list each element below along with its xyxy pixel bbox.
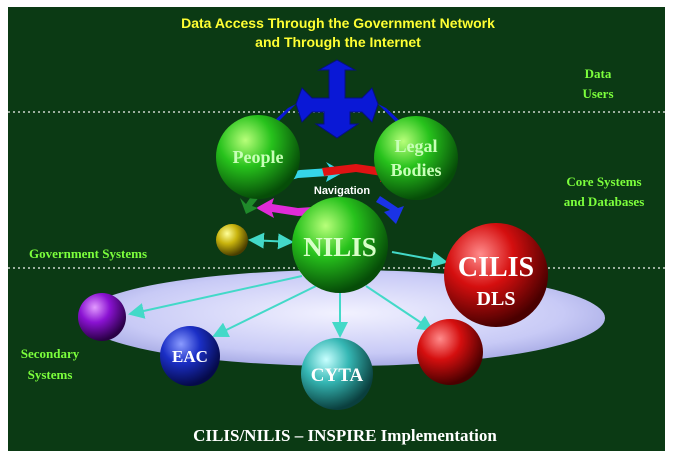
nilis-connectors	[128, 232, 448, 338]
cilis-node	[444, 223, 548, 327]
nilis-label: NILIS	[303, 232, 377, 262]
purple-system-node	[78, 293, 126, 341]
red-system-node	[417, 319, 483, 385]
dls-label: DLS	[477, 288, 516, 310]
footer-title: CILIS/NILIS – INSPIRE Implementation	[193, 426, 497, 445]
zone-secondary-line-2: Systems	[28, 367, 73, 382]
connector-purple-system	[128, 275, 303, 319]
navigation-label: Navigation	[314, 185, 371, 197]
zone-core-line-2: and Databases	[564, 194, 645, 209]
zone-data-users-line-2: Users	[582, 86, 613, 101]
zone-secondary-line-1: Secondary	[21, 346, 80, 361]
government-system-node	[216, 224, 248, 256]
connector-government-system	[248, 232, 294, 250]
header-line-2: and Through the Internet	[255, 34, 421, 50]
zone-data-users-line-1: Data	[585, 66, 612, 81]
zone-government-systems: Government Systems	[29, 246, 147, 261]
legal-bodies-label-line-2: Bodies	[390, 160, 441, 180]
cilis-label: CILIS	[458, 252, 534, 283]
eac-node	[160, 326, 220, 386]
people-label: People	[233, 147, 284, 167]
legal-bodies-node	[374, 116, 458, 200]
connector-cilis	[391, 251, 448, 268]
connector-eac	[212, 285, 317, 338]
legal-bodies-label-line-1: Legal	[395, 136, 438, 156]
connector-red-system	[365, 285, 434, 332]
header-line-1: Data Access Through the Government Netwo…	[181, 15, 495, 31]
nilis-node	[292, 197, 388, 293]
people-node	[216, 115, 300, 199]
cyta-node	[301, 338, 373, 410]
eac-label: EAC	[172, 347, 208, 366]
zone-core-line-1: Core Systems	[566, 174, 641, 189]
cyta-label: CYTA	[311, 365, 364, 386]
